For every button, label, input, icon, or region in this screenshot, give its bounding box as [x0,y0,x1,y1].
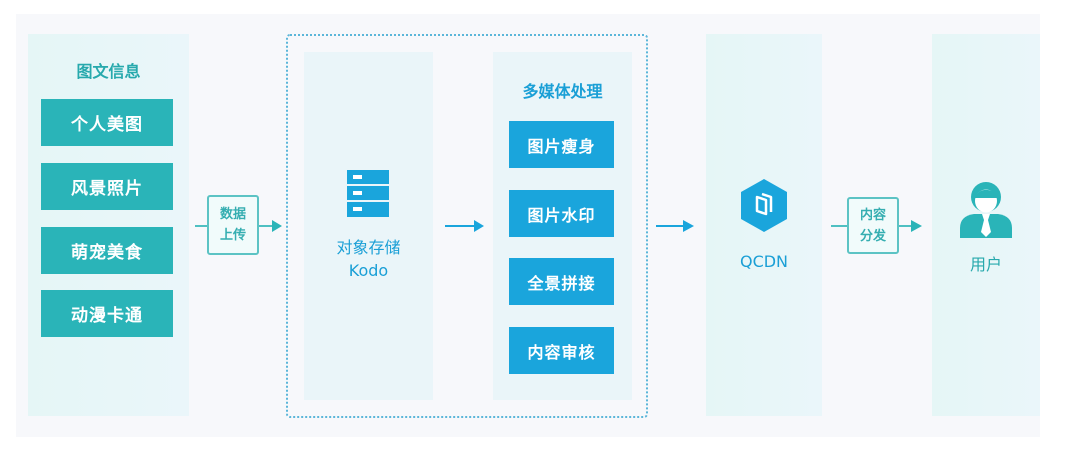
distribute-label-box: 内容 分发 [847,197,899,254]
distribute-line-out [899,225,912,227]
qcdn-hexagon-icon [740,179,788,233]
source-item: 风景照片 [41,163,173,210]
user-icon [958,180,1014,238]
user-label: 用户 [969,255,1002,274]
media-item: 内容审核 [509,327,614,374]
storage-label: 对象存储 Kodo [304,236,433,282]
media-item: 图片瘦身 [509,121,614,168]
storage-label-line2: Kodo [348,261,389,280]
source-item: 动漫卡通 [41,290,173,337]
processing-group [286,34,648,418]
source-item: 个人美图 [41,99,173,146]
upload-arrow-icon [272,220,282,232]
distribute-label-line1: 内容 [859,207,886,223]
storage-to-media-line [445,225,475,227]
source-title: 图文信息 [76,62,141,81]
upload-label-line2: 上传 [219,228,246,243]
upload-line-in [195,225,208,227]
media-item: 全景拼接 [509,258,614,305]
media-item: 图片水印 [509,190,614,237]
distribute-line-in [831,225,848,227]
storage-to-media-arrow-icon [474,220,484,232]
upload-line-out [259,225,273,227]
group-to-cdn-line [656,225,684,227]
distribute-label-line2: 分发 [859,228,886,244]
storage-label-line1: 对象存储 [336,238,401,257]
distribute-arrow-icon [911,220,922,232]
source-column [28,34,189,416]
upload-label-line1: 数据 [219,207,246,222]
upload-label-box: 数据 上传 [207,195,259,255]
storage-column [304,52,433,400]
cdn-label: QCDN [739,252,789,271]
media-title: 多媒体处理 [522,82,603,101]
group-to-cdn-arrow-icon [683,220,694,232]
source-item: 萌宠美食 [41,227,173,274]
server-stack-icon [347,170,389,217]
